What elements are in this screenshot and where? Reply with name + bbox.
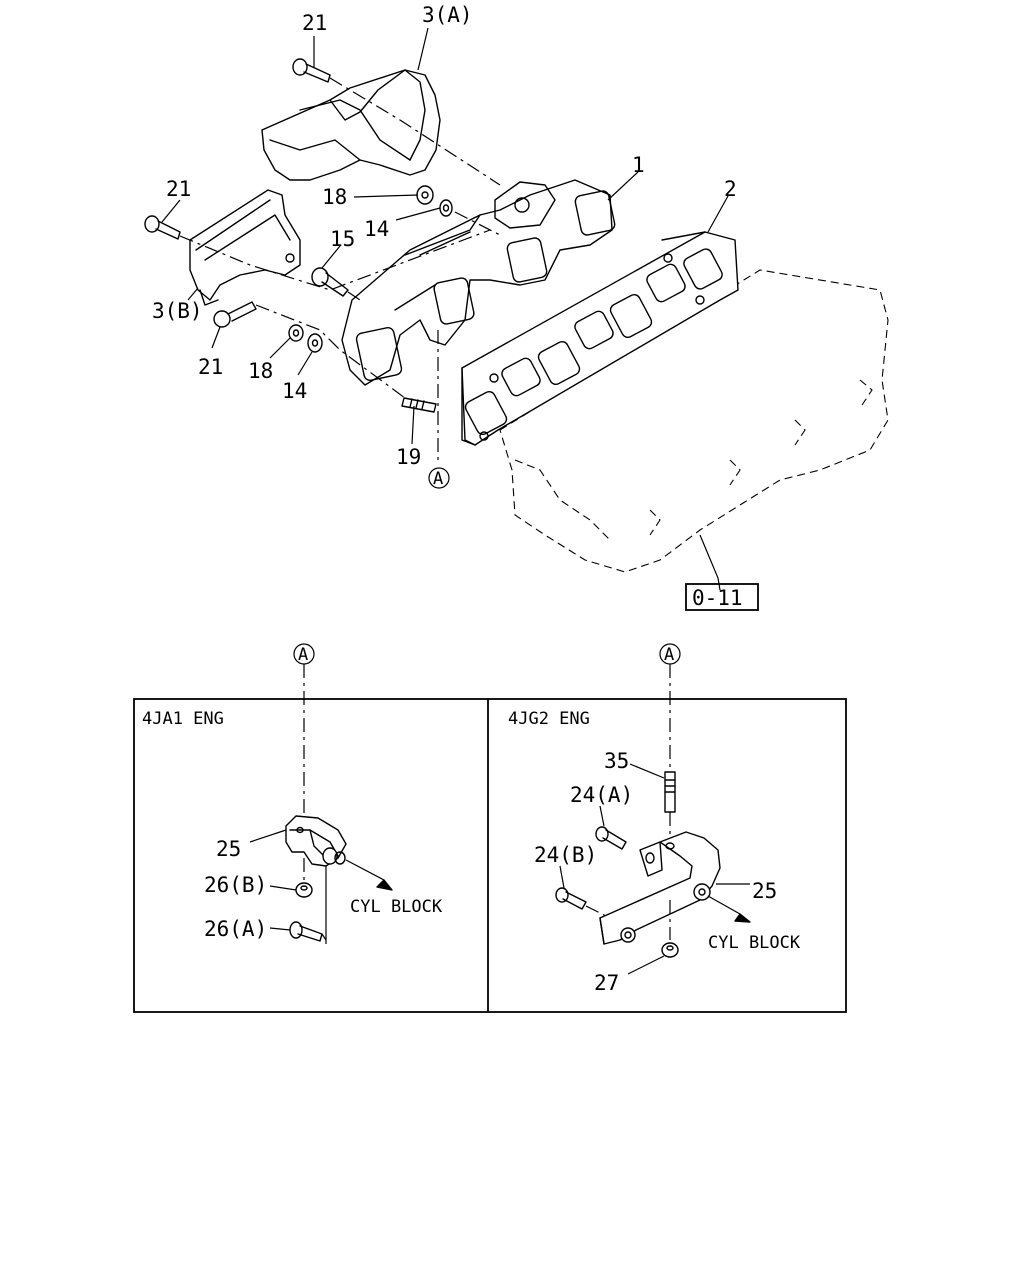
nut-27 xyxy=(661,900,679,958)
bolt-21-left xyxy=(144,215,181,240)
cyl-block-arrow-right xyxy=(707,895,741,915)
svg-text:A: A xyxy=(433,469,443,489)
callout-15: 15 xyxy=(330,227,355,251)
leader-lines-left-panel xyxy=(249,829,297,931)
cyl-block-arrowhead-left xyxy=(376,879,393,891)
heat-shield-a xyxy=(261,69,441,181)
nut-18-bottom xyxy=(288,324,304,342)
callout-18-bottom: 18 xyxy=(248,359,273,383)
panel-title-4jg2: 4JG2 ENG xyxy=(508,709,590,729)
callout-21-bottom: 21 xyxy=(198,355,223,379)
callout-25-right: 25 xyxy=(752,879,777,903)
assembly-center-lines xyxy=(179,77,501,462)
bolt-15 xyxy=(311,267,349,297)
svg-text:A: A xyxy=(664,645,674,665)
bracket-25-left xyxy=(285,664,347,867)
ref-box-0-11: 0-11 xyxy=(685,583,759,611)
washer-14-top xyxy=(439,199,453,217)
callout-25-left: 25 xyxy=(216,837,241,861)
bolt-21-top xyxy=(292,58,331,83)
ref-a-right: A xyxy=(659,643,681,665)
callout-1: 1 xyxy=(632,153,645,177)
callout-35: 35 xyxy=(604,749,629,773)
svg-text:A: A xyxy=(298,645,308,665)
panel-title-4ja1: 4JA1 ENG xyxy=(142,709,224,729)
callout-21-left: 21 xyxy=(166,177,191,201)
washer-14-bottom xyxy=(307,333,323,353)
callout-3a: 3(A) xyxy=(422,3,473,27)
callout-2: 2 xyxy=(724,177,737,201)
svg-text:0-11: 0-11 xyxy=(692,586,743,610)
callout-24a: 24(A) xyxy=(570,783,633,807)
callout-24b: 24(B) xyxy=(534,843,597,867)
callout-26b: 26(B) xyxy=(204,873,267,897)
bolt-24b xyxy=(555,887,611,919)
nut-18-top xyxy=(416,185,434,205)
manifold-gasket xyxy=(461,231,739,446)
bolt-21-bottom xyxy=(213,301,257,328)
cyl-block-label-left: CYL BLOCK xyxy=(350,897,443,917)
bolt-26a xyxy=(289,866,327,944)
ref-a-left: A xyxy=(293,643,315,665)
callout-14-top: 14 xyxy=(364,217,389,241)
leader-lines-right-panel xyxy=(559,763,750,975)
callout-18-top: 18 xyxy=(322,185,347,209)
bolt-24a xyxy=(595,826,627,850)
callout-3b: 3(B) xyxy=(152,299,203,323)
callout-14-bottom: 14 xyxy=(282,379,307,403)
cyl-block-arrow-left xyxy=(345,859,385,881)
callout-21-top: 21 xyxy=(302,11,327,35)
callout-19: 19 xyxy=(396,445,421,469)
cylinder-head-outline xyxy=(499,269,889,573)
engine-variant-panels xyxy=(133,698,847,1013)
leader-lines-top xyxy=(161,27,729,591)
cyl-block-label-right: CYL BLOCK xyxy=(708,933,801,953)
exhaust-manifold xyxy=(341,179,616,386)
stud-19 xyxy=(401,397,437,413)
ref-a-top: A xyxy=(428,467,450,489)
bracket-25-right xyxy=(599,831,721,945)
cyl-block-arrowhead-right xyxy=(734,913,751,923)
callout-26a: 26(A) xyxy=(204,917,267,941)
stud-35 xyxy=(664,664,676,846)
bolt-26b xyxy=(295,858,313,898)
callout-27: 27 xyxy=(594,971,619,995)
